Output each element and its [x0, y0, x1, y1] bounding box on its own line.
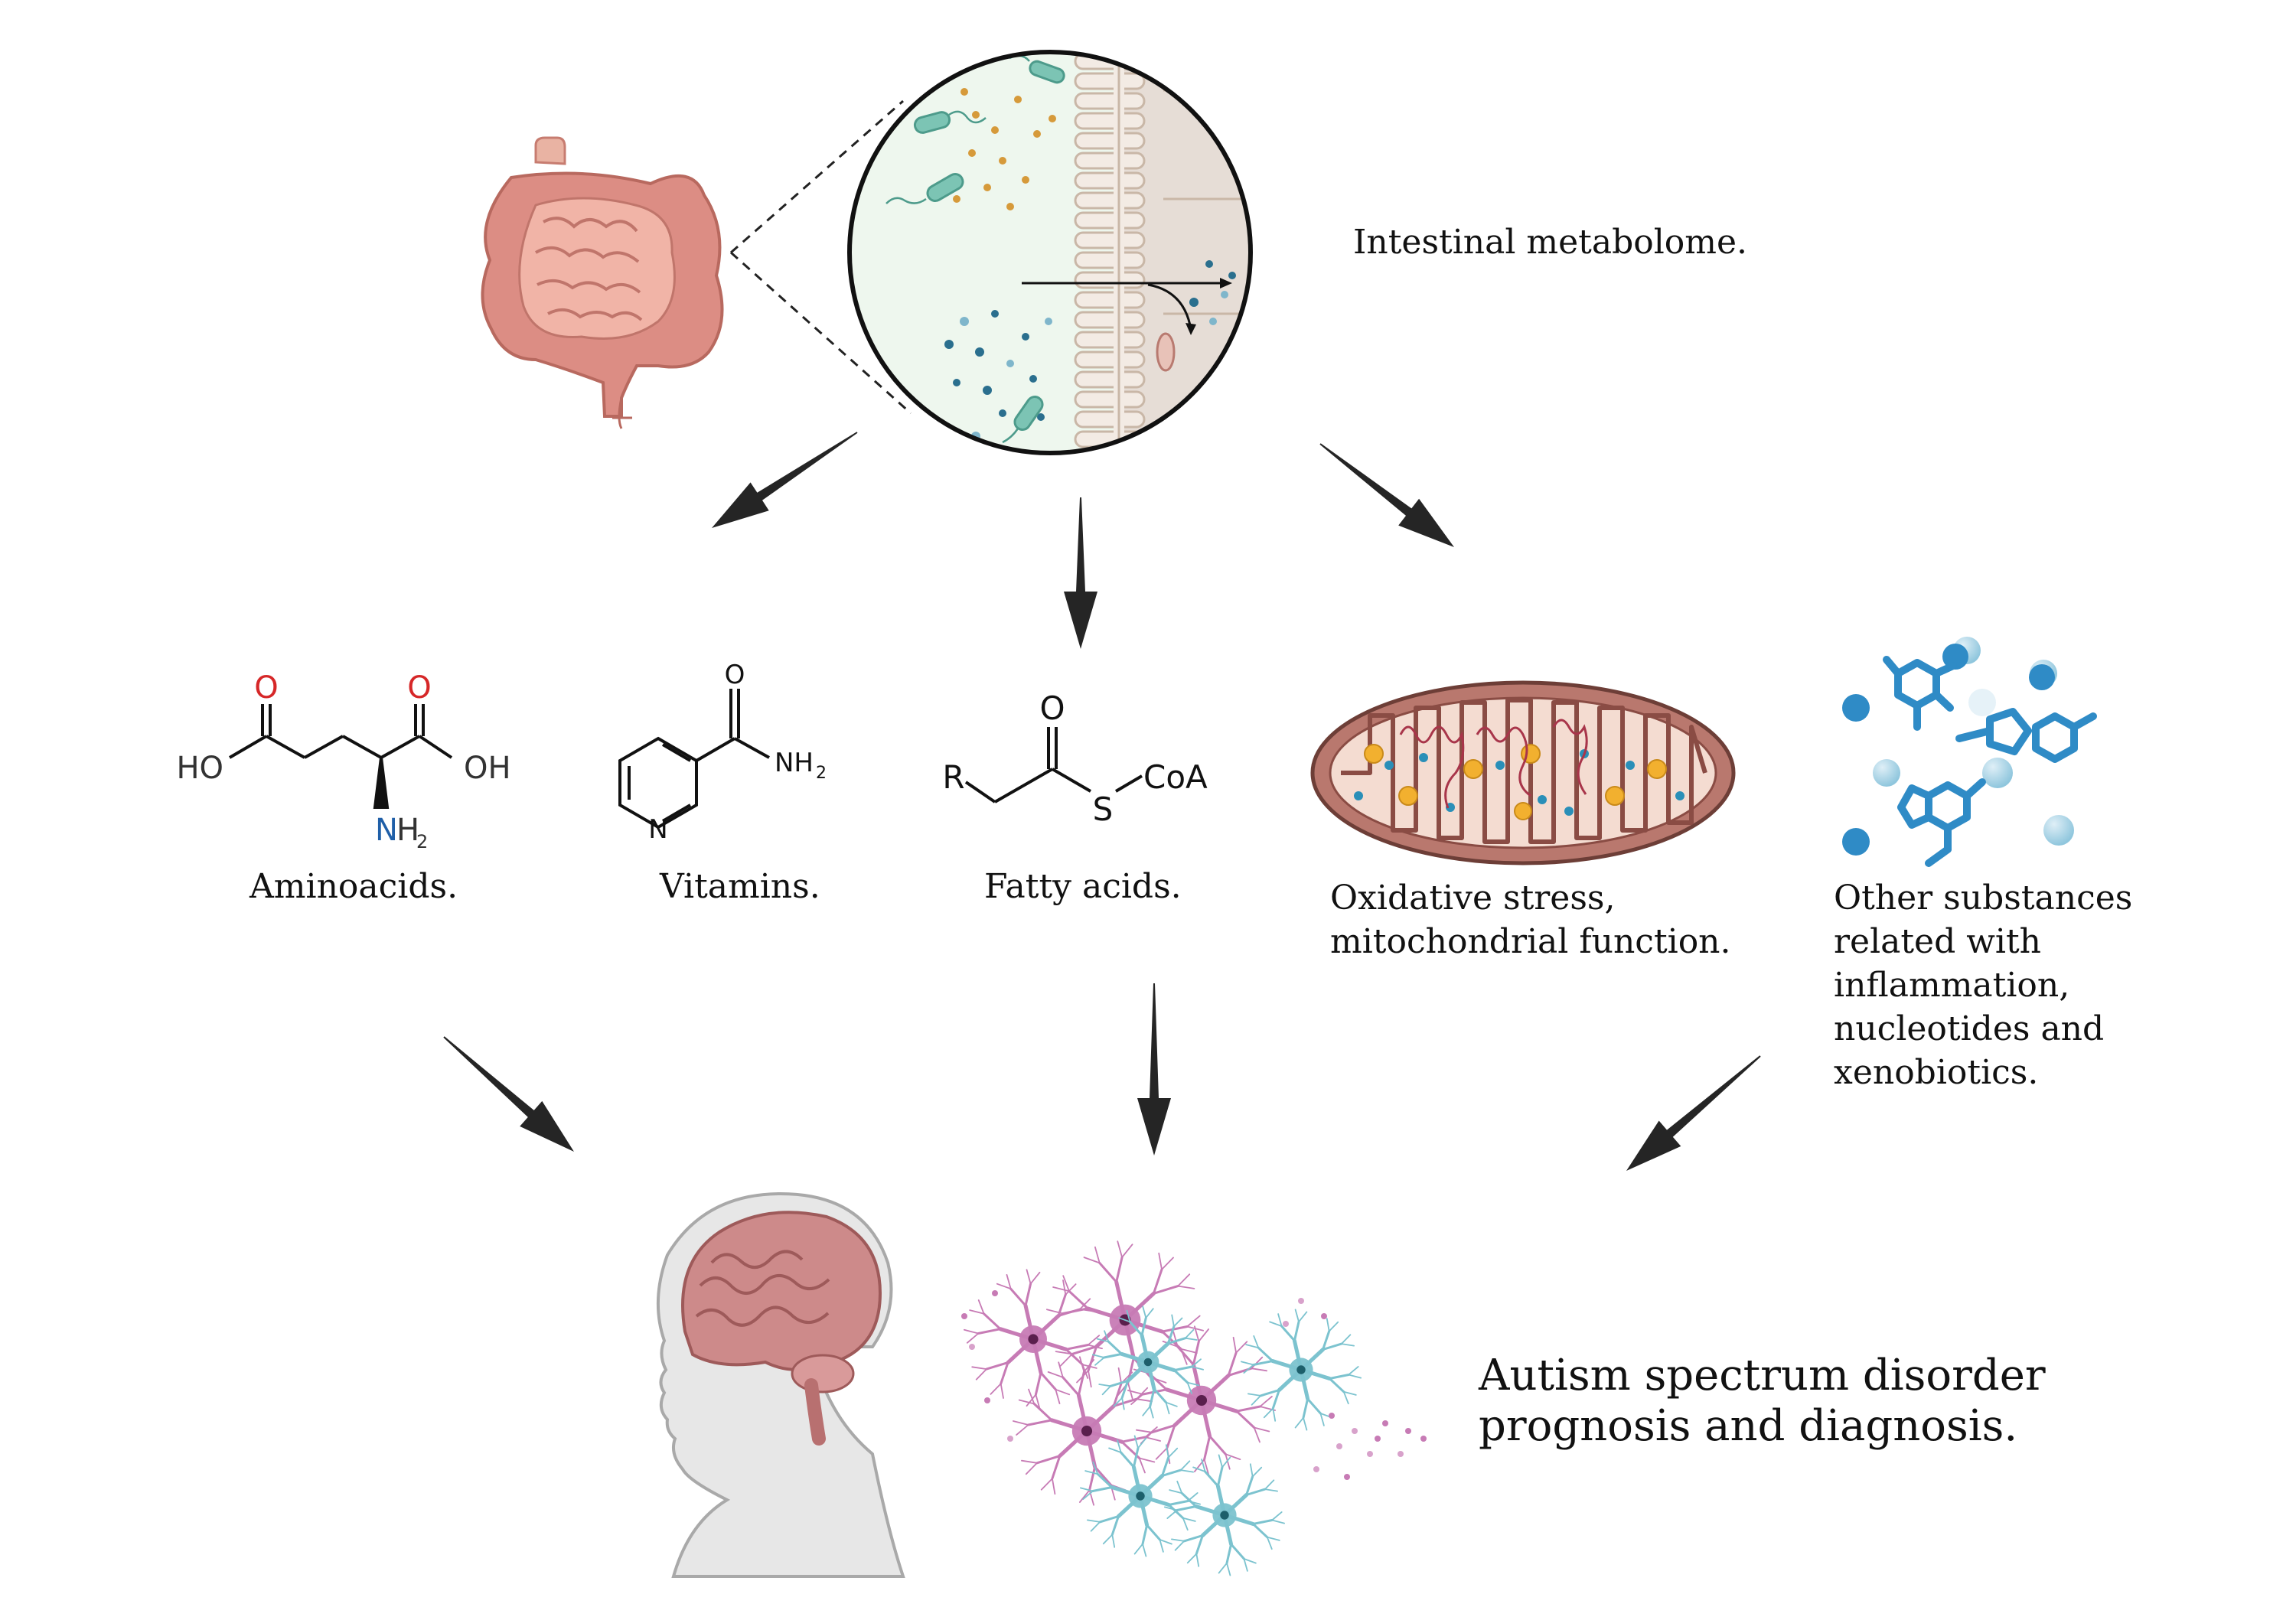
other-line-5: xenobiotics.: [1834, 1053, 2039, 1092]
zoom-lines: [730, 99, 912, 415]
autism-line-1: Autism spectrum disorder: [1479, 1351, 2046, 1400]
autism-line-2: prognosis and diagnosis.: [1479, 1401, 2018, 1451]
intestinal-zoom-circle: [847, 50, 1253, 455]
glu-n: N: [375, 813, 398, 848]
flow-arrow-2: [1064, 497, 1097, 649]
acyl-r: R: [942, 758, 964, 796]
flow-arrow-3: [1319, 443, 1454, 547]
flow-arrow-6: [1626, 1055, 1761, 1171]
glu-ho: HO: [176, 751, 223, 786]
aminoacids-label: Aminoacids.: [249, 867, 458, 906]
flow-arrows: [443, 432, 1761, 1171]
baby-brain-icon: [656, 1191, 905, 1578]
villi: [1074, 52, 1146, 453]
acyl-coa: CoA: [1143, 758, 1208, 796]
other-line-2: related with: [1834, 922, 2042, 961]
fatty-acids-label: Fatty acids.: [984, 867, 1182, 906]
neurons-icon: [961, 1240, 1427, 1576]
other-substances-label: Other substances related with inflammati…: [1834, 876, 2132, 1094]
vitamin-structure: [618, 689, 770, 830]
nic-n: N: [648, 814, 667, 845]
autism-label: Autism spectrum disorder prognosis and d…: [1479, 1351, 2046, 1452]
flow-arrow-4: [443, 1036, 574, 1152]
molecules-icon: [1842, 637, 2097, 867]
glu-o2: O: [407, 670, 431, 706]
oxidative-line-1: Oxidative stress,: [1330, 878, 1616, 918]
fatty-acid-structure: [964, 727, 1143, 804]
glu-oh: OH: [464, 751, 511, 786]
glu-h: H: [396, 813, 419, 848]
other-line-4: nucleotides and: [1834, 1009, 2105, 1048]
flow-arrow-1: [712, 432, 858, 528]
acyl-s: S: [1093, 790, 1114, 828]
bacteria: [913, 60, 1065, 431]
other-line-1: Other substances: [1834, 878, 2133, 918]
oxidative-stress-label: Oxidative stress, mitochondrial function…: [1330, 876, 1731, 963]
nic-nh-sub: 2: [816, 764, 827, 783]
oxidative-line-2: mitochondrial function.: [1330, 922, 1731, 961]
flow-arrow-5: [1137, 983, 1171, 1156]
intestinal-metabolome-label: Intestinal metabolome.: [1353, 223, 1748, 262]
vitamins-label: Vitamins.: [660, 867, 820, 906]
glu-h-sub: 2: [416, 831, 428, 852]
other-line-3: inflammation,: [1834, 966, 2070, 1005]
acyl-o: O: [1039, 689, 1065, 727]
mitochondrion-icon: [1310, 680, 1736, 865]
nic-nh: NH: [775, 748, 814, 778]
nic-o: O: [725, 660, 745, 690]
glu-o1: O: [254, 670, 278, 706]
aminoacid-structure: [228, 704, 453, 809]
intestine-icon: [481, 136, 724, 429]
